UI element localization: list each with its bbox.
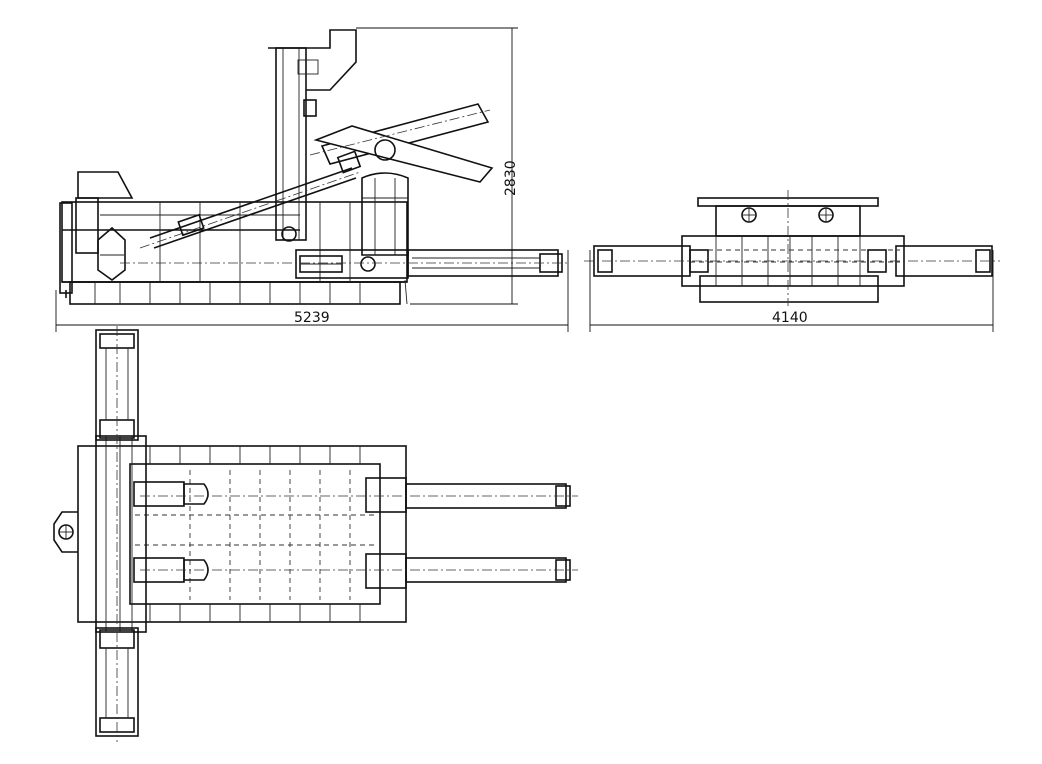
length-dimension-value: 5239	[294, 310, 330, 326]
width-dimension: 4140	[589, 250, 994, 332]
plan-view	[53, 326, 578, 742]
side-elevation-view	[59, 29, 570, 305]
height-dimension-value: 2830	[503, 160, 519, 196]
width-dimension-value: 4140	[772, 310, 808, 326]
length-dimension: 5239	[55, 250, 569, 332]
end-elevation-view	[584, 190, 1000, 306]
height-dimension: 2830	[356, 27, 519, 305]
